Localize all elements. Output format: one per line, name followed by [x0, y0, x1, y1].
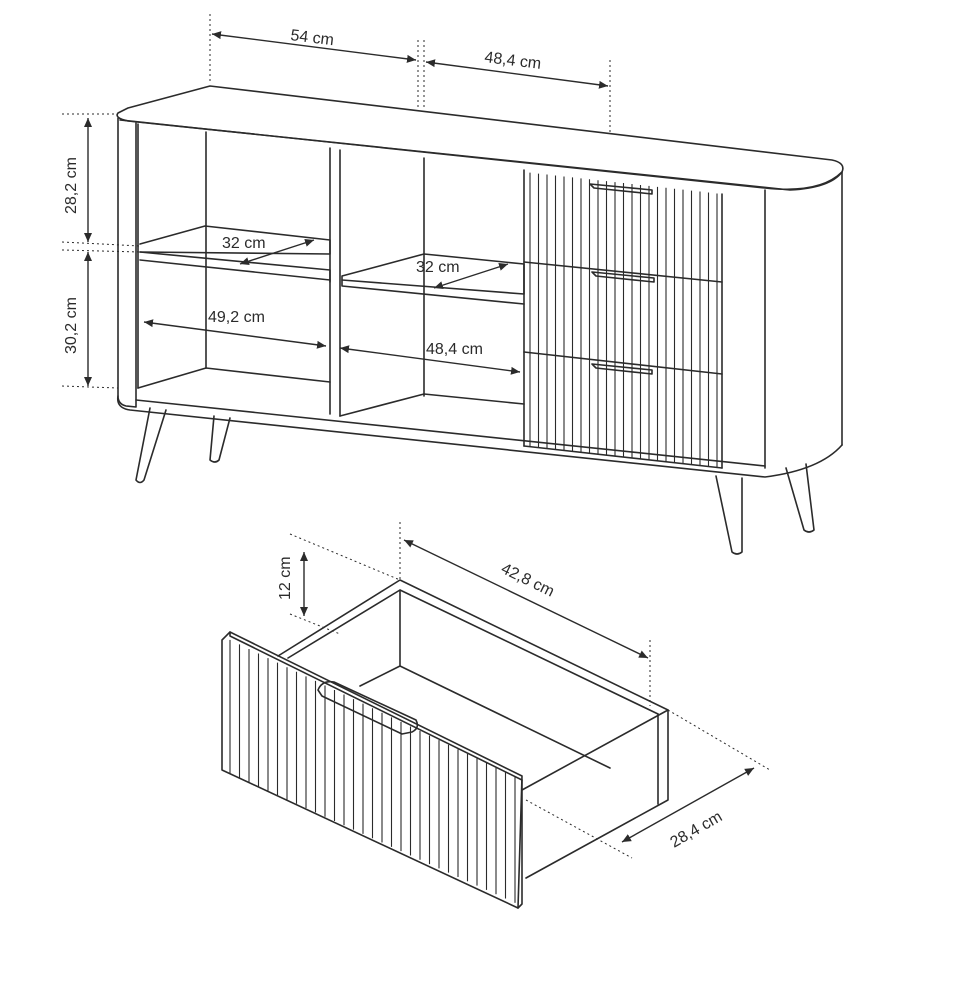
drawer [221, 579, 669, 909]
dim-drawer-width: 28,4 cm [668, 808, 726, 851]
drawer-front-side [517, 779, 523, 909]
sideboard [116, 85, 844, 555]
middle-shelf-front [341, 279, 525, 305]
drawer-front-top-edge [229, 631, 523, 781]
sideboard-bottom [116, 395, 843, 478]
drawer-front-ribbing [229, 639, 516, 903]
drawer-box-floor [359, 665, 611, 769]
dim-upper-height: 28,2 cm [63, 157, 80, 214]
drawer-handle-3[interactable] [591, 363, 653, 375]
dim-middle-inner-width: 48,4 cm [426, 341, 483, 358]
leg-front-left [135, 407, 167, 484]
dim-drawer-length: 42,8 cm [498, 560, 557, 600]
sideboard-top-front [119, 119, 843, 191]
drawer-fronts-ribbing [529, 172, 718, 468]
drawer-handle[interactable] [317, 680, 419, 735]
sideboard-top [116, 85, 844, 191]
drawer-handle-2[interactable] [591, 271, 655, 283]
bottom-inner-edge [135, 399, 766, 467]
leg-front-right [715, 475, 743, 555]
left-shelf-lower [139, 259, 331, 281]
drawer-front-panel [221, 631, 523, 909]
dim-drawer-height: 12 cm [277, 556, 294, 600]
dim-lower-height: 30,2 cm [63, 297, 80, 354]
leg-back-left [209, 415, 231, 463]
sideboard-dimensions: 54 cm 48,4 cm 28,2 cm 30,2 cm 32 cm 32 c… [61, 14, 611, 389]
dim-middle-shelf-depth: 32 cm [416, 259, 460, 276]
left-comp-floor-side [137, 367, 207, 389]
left-end-panel [117, 117, 137, 408]
dim-left-shelf-depth: 32 cm [222, 235, 266, 252]
dim-top-left-width: 54 cm [290, 27, 335, 49]
leg-back-right [785, 463, 815, 533]
drawer-box-side [525, 709, 669, 879]
drawer-handle-1[interactable] [589, 183, 653, 195]
dim-top-right-width: 48,4 cm [484, 49, 543, 73]
left-comp-floor-back [205, 367, 331, 383]
dim-left-inner-width: 49,2 cm [208, 309, 265, 326]
middle-comp-floor [339, 393, 525, 417]
